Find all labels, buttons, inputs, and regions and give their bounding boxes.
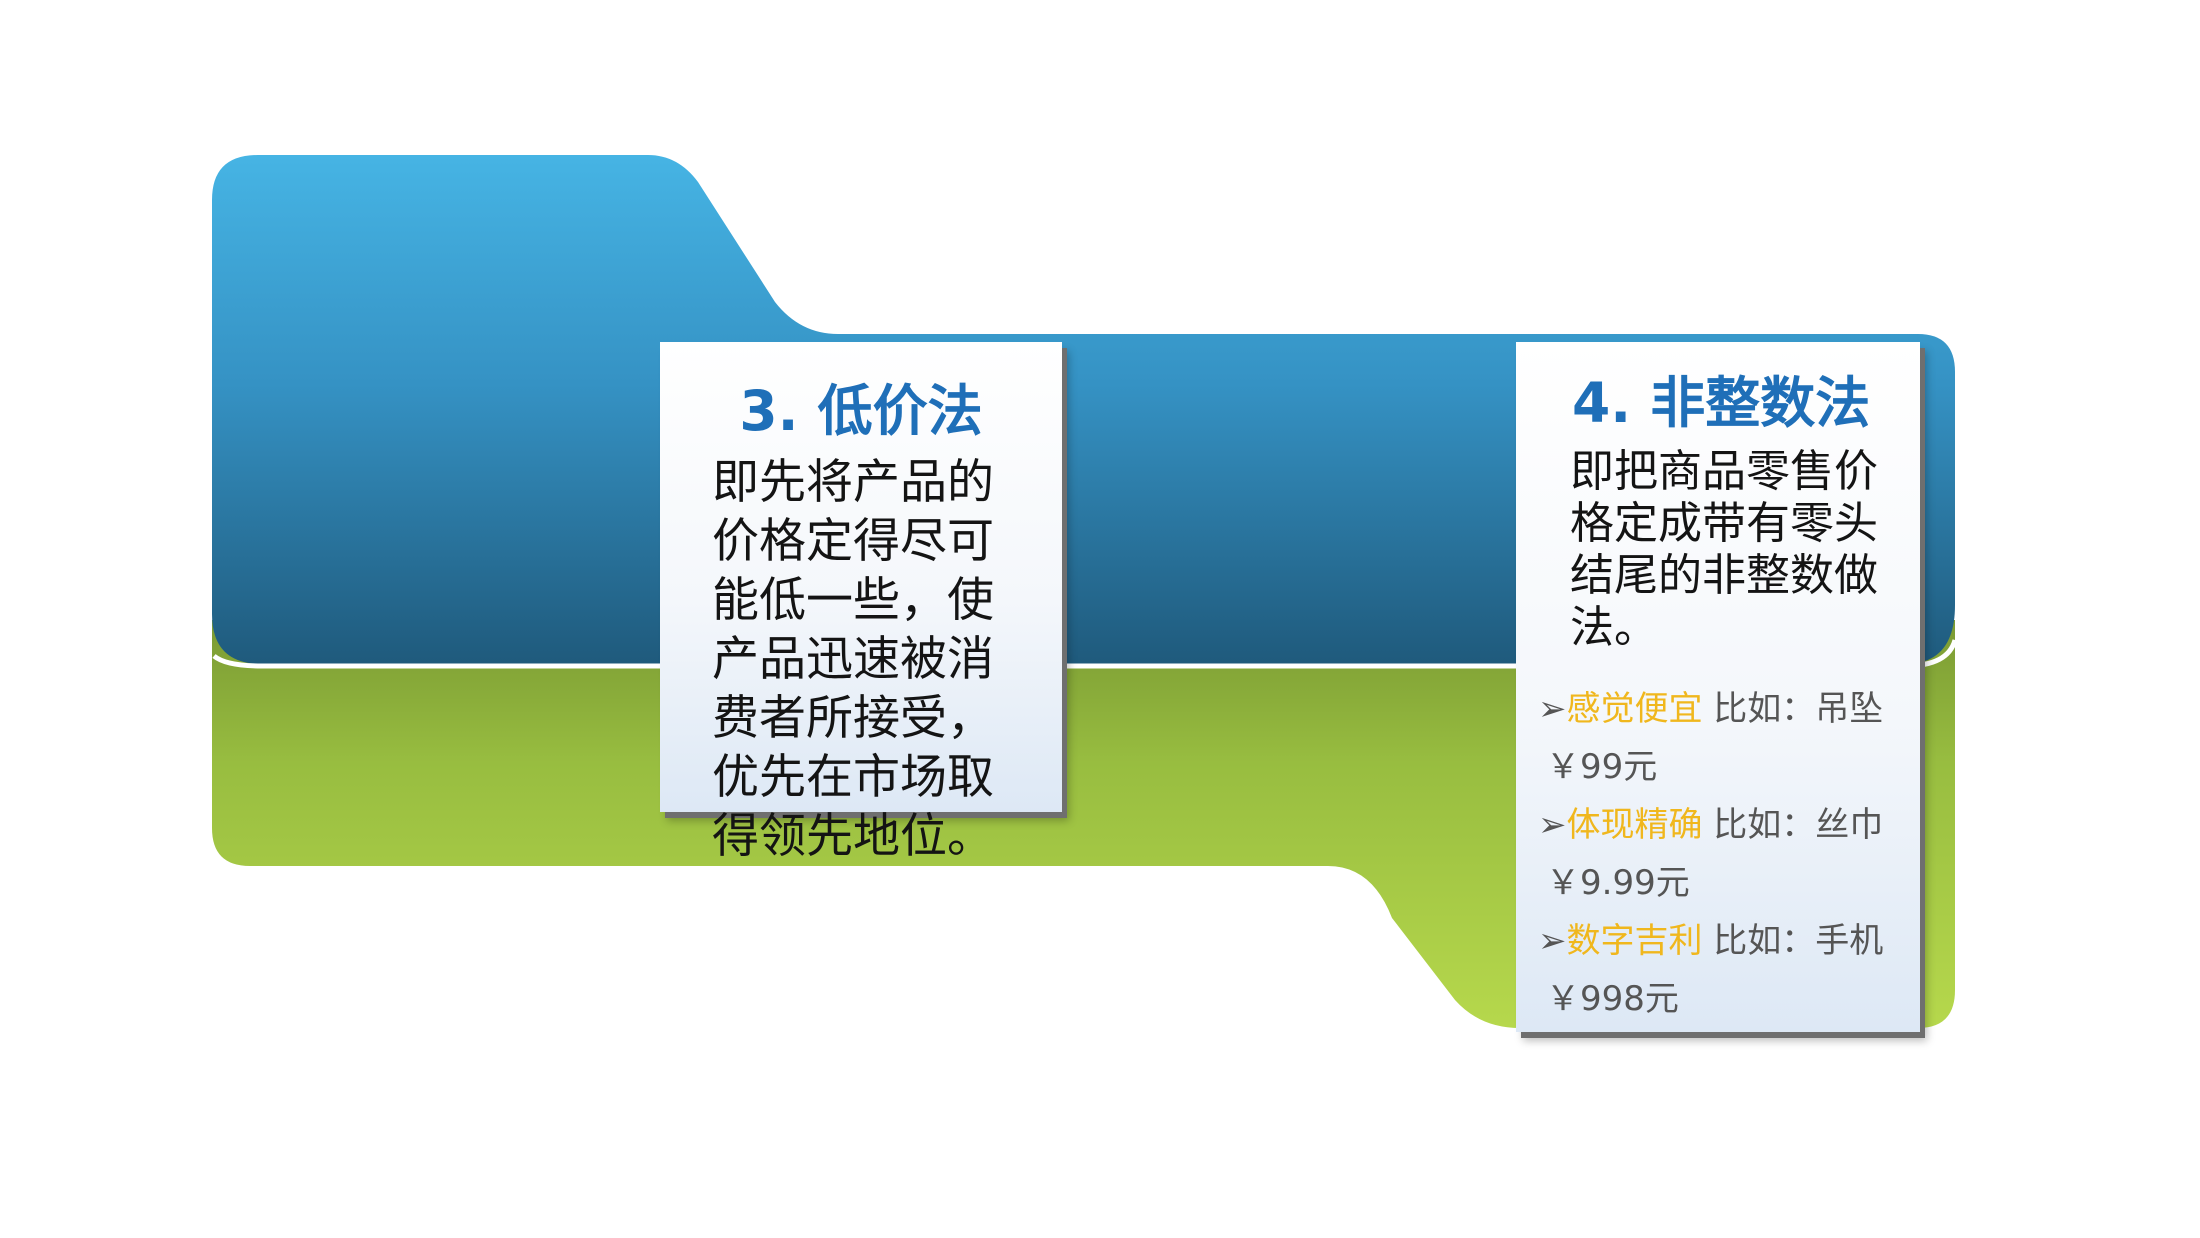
- example-list: ➢感觉便宜 比如：吊坠 ￥99元 ➢体现精确 比如：丝巾 ￥9.99元 ➢数字吉…: [1538, 680, 1908, 1028]
- example-price: ￥9.99元: [1546, 863, 1690, 903]
- list-item: ➢感觉便宜 比如：吊坠 ￥99元: [1538, 680, 1908, 796]
- example-desc: 比如：手机: [1702, 921, 1884, 961]
- arrow-bullet-icon: ➢: [1538, 805, 1567, 845]
- example-key: 体现精确: [1566, 805, 1703, 845]
- example-price: ￥99元: [1546, 747, 1658, 787]
- list-item: ➢数字吉利 比如：手机 ￥998元: [1538, 912, 1908, 1028]
- example-key: 数字吉利: [1566, 921, 1703, 961]
- arrow-bullet-icon: ➢: [1538, 921, 1567, 961]
- example-key: 感觉便宜: [1566, 689, 1703, 729]
- list-item: ➢体现精确 比如：丝巾 ￥9.99元: [1538, 796, 1908, 912]
- non-integer-body: 即把商品零售价 格定成带有零头 结尾的非整数做 法。: [1570, 446, 1878, 653]
- example-desc: 比如：吊坠: [1702, 689, 1884, 729]
- low-price-title: 3. 低价法: [739, 379, 983, 443]
- low-price-card: 3. 低价法: [660, 342, 1062, 812]
- arrow-bullet-icon: ➢: [1538, 689, 1567, 729]
- low-price-body: 即先将产品的 价格定得尽可 能低一些，使 产品迅速被消 费者所接受， 优先在市场…: [712, 455, 994, 864]
- example-desc: 比如：丝巾: [1702, 805, 1884, 845]
- non-integer-card: 4. 非整数法 即把商品零售价 格定成带有零头 结尾的非整数做 法。 ➢感觉便宜…: [1516, 342, 1920, 1032]
- example-price: ￥998元: [1546, 979, 1679, 1019]
- non-integer-title: 4. 非整数法: [1572, 371, 1871, 435]
